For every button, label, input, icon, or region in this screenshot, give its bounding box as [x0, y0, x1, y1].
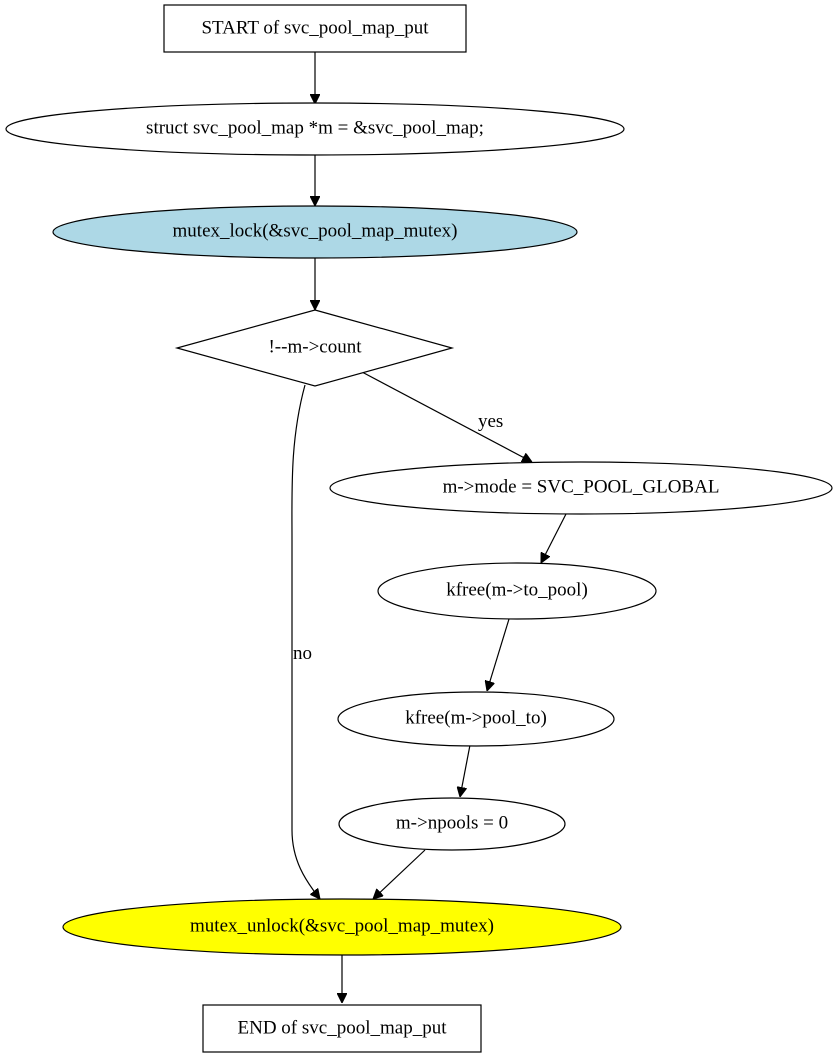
node-end: END of svc_pool_map_put — [202, 1004, 482, 1053]
unlock-label: mutex_unlock(&svc_pool_map_mutex) — [190, 915, 494, 936]
mode-ellipse — [329, 461, 833, 515]
edge-label-no: no — [293, 643, 312, 664]
node-lock: mutex_lock(&svc_pool_map_mutex) — [52, 205, 578, 259]
decl-ellipse — [5, 102, 625, 156]
node-start: START of svc_pool_map_put — [163, 4, 467, 53]
edge-label-yes: yes — [478, 411, 503, 432]
edge-npools-to-unlock — [373, 849, 426, 899]
free-pool-ellipse — [337, 691, 615, 747]
edge-cond-to-mode-yes — [361, 371, 532, 463]
unlock-ellipse — [62, 898, 622, 956]
free-to-ellipse — [377, 562, 657, 620]
edge-freeto-to-freepool — [487, 618, 510, 691]
node-cond: !--m->count — [174, 309, 455, 387]
cond-label: !--m->count — [268, 336, 362, 357]
free-to-label: kfree(m->to_pool) — [446, 579, 588, 600]
node-unlock: mutex_unlock(&svc_pool_map_mutex) — [62, 898, 622, 956]
cond-diamond — [174, 309, 455, 387]
mode-label: m->mode = SVC_POOL_GLOBAL — [443, 476, 720, 497]
lock-ellipse — [52, 205, 578, 259]
end-label: END of svc_pool_map_put — [238, 1017, 448, 1038]
lock-label: mutex_lock(&svc_pool_map_mutex) — [173, 220, 458, 241]
free-pool-label: kfree(m->pool_to) — [405, 707, 547, 728]
edge-cond-to-unlock-no — [291, 384, 320, 899]
start-box — [163, 4, 467, 53]
node-free-to: kfree(m->to_pool) — [377, 562, 657, 620]
start-label: START of svc_pool_map_put — [201, 17, 429, 38]
node-decl: struct svc_pool_map *m = &svc_pool_map; — [5, 102, 625, 156]
npools-ellipse — [338, 797, 566, 851]
edge-freepool-to-npools — [460, 744, 471, 797]
node-npools: m->npools = 0 — [338, 797, 566, 851]
decl-label: struct svc_pool_map *m = &svc_pool_map; — [146, 117, 484, 138]
edges — [291, 52, 567, 1003]
npools-label: m->npools = 0 — [396, 812, 508, 833]
end-box — [202, 1004, 482, 1053]
node-free-pool: kfree(m->pool_to) — [337, 691, 615, 747]
edge-mode-to-freeto — [540, 513, 567, 563]
node-mode: m->mode = SVC_POOL_GLOBAL — [329, 461, 833, 515]
